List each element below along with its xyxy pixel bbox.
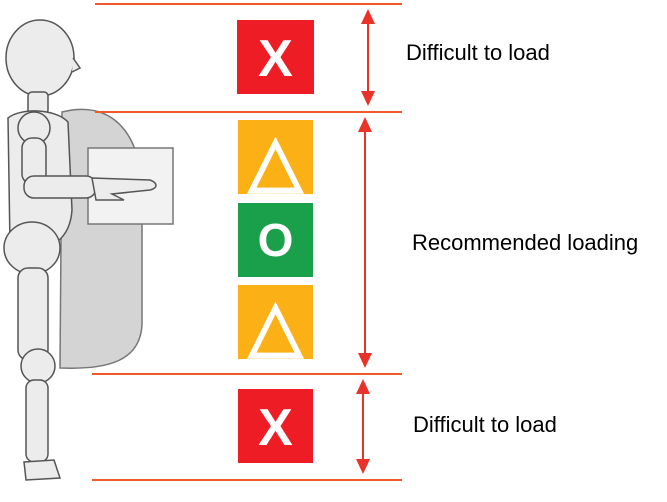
middle-zone-arrow bbox=[358, 117, 372, 368]
triangle-mark-icon: △ bbox=[238, 120, 313, 199]
upper-zone-arrow bbox=[361, 9, 375, 106]
shin bbox=[25, 379, 49, 463]
mark-lower: X bbox=[258, 399, 293, 457]
circle-mark-icon: O bbox=[238, 203, 313, 277]
upper-zone-label: Difficult to load bbox=[406, 40, 550, 65]
head bbox=[5, 19, 75, 97]
forearm bbox=[23, 175, 97, 199]
middle-zone-label: Recommended loading bbox=[412, 230, 639, 255]
mark-middle-top: △ bbox=[247, 121, 305, 199]
hand bbox=[91, 177, 157, 201]
mark-middle-center: O bbox=[258, 214, 294, 266]
thigh bbox=[17, 267, 49, 361]
range-arrows bbox=[356, 9, 375, 474]
cross-mark-icon: X bbox=[238, 389, 313, 463]
lower-zone-label: Difficult to load bbox=[413, 412, 557, 437]
nose bbox=[71, 57, 82, 73]
mannequin-figure bbox=[3, 19, 174, 481]
mark-middle-bottom: △ bbox=[247, 286, 305, 364]
suitability-marks: X △ O △ X bbox=[237, 20, 314, 463]
triangle-mark-icon: △ bbox=[238, 285, 313, 364]
hip bbox=[3, 221, 61, 275]
foot bbox=[23, 459, 62, 481]
mark-upper: X bbox=[258, 30, 293, 88]
cross-mark-icon: X bbox=[237, 20, 314, 94]
knee-joint bbox=[20, 348, 56, 384]
height-boundaries bbox=[92, 3, 402, 481]
lower-zone-arrow bbox=[356, 379, 370, 474]
